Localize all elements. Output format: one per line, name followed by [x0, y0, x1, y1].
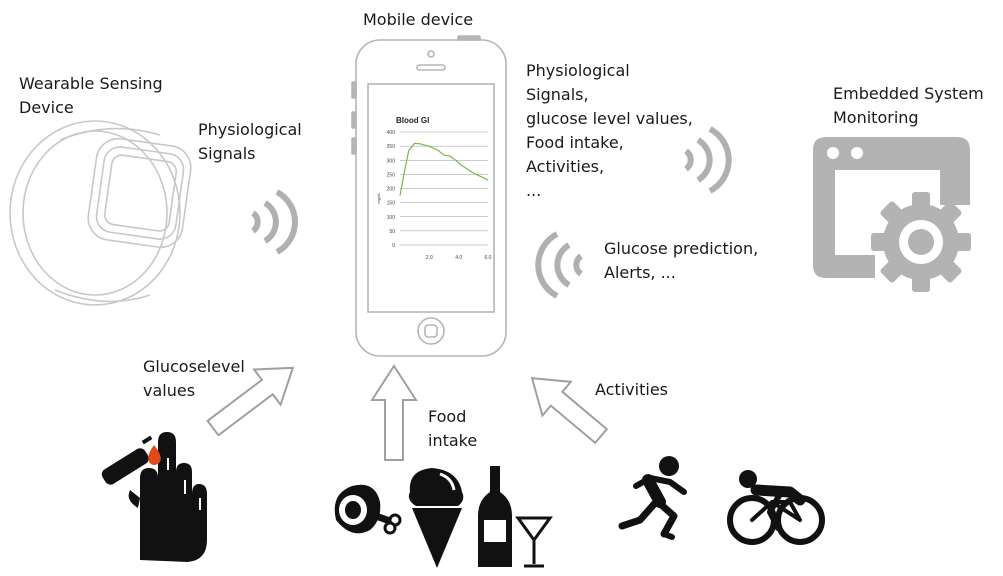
- chart-y-tick-label: 300: [387, 158, 396, 164]
- gear-icon: [871, 192, 971, 292]
- wifi-signal-right-icon: [684, 126, 732, 194]
- physiological-signals-left-label: Physiological Signals: [198, 120, 302, 163]
- chart-y-tick-label: 350: [387, 144, 396, 150]
- chart-x-ticks: 2.0 4.0 6.0: [426, 255, 492, 261]
- wearable-band-icon: [9, 120, 192, 306]
- chart-series-line: [399, 142, 489, 196]
- chart-grid: [400, 131, 488, 246]
- chart-y-tick-label: 0: [392, 243, 395, 249]
- mobile-phone-icon: [351, 35, 507, 357]
- glucose-values-label: Glucoselevel values: [143, 357, 245, 400]
- glucose-prediction-label: Glucose prediction, Alerts, ...: [604, 239, 759, 282]
- wifi-signal-return-icon: [535, 231, 583, 299]
- chart-y-axis-label: mg/dL: [376, 192, 381, 204]
- cyclist-icon: [727, 470, 825, 545]
- mobile-device-label: Mobile device: [363, 10, 474, 29]
- cocktail-glass-icon: [515, 516, 553, 568]
- arrow-glucose-values-icon: [206, 366, 295, 437]
- arrow-activities-icon: [530, 377, 609, 445]
- chart-y-tick-label: 50: [389, 229, 395, 235]
- food-intake-label: Food intake: [428, 407, 478, 450]
- activities-label: Activities: [595, 380, 668, 399]
- physiological-signals-right-label: Physiological Signals, glucose level val…: [526, 61, 693, 200]
- chart-y-tick-label: 250: [387, 172, 396, 178]
- wine-bottle-icon: [478, 466, 512, 567]
- wearable-device-label: Wearable Sensing Device: [19, 74, 163, 117]
- chart-y-tick-label: 100: [387, 215, 396, 221]
- chart-y-tick-label: 150: [387, 201, 396, 207]
- chart-title: Blood Gl: [396, 116, 429, 125]
- meat-leg-icon: [334, 484, 402, 535]
- chart-y-ticks: 0 50 100 150 200 250 300 350 400: [387, 130, 396, 249]
- embedded-system-label: Embedded System Monitoring: [833, 84, 984, 127]
- chart-series: [399, 142, 489, 196]
- wifi-signal-left-icon: [251, 189, 298, 255]
- ice-cream-icon: [408, 468, 464, 568]
- chart-x-tick-label: 6.0: [485, 255, 492, 261]
- embedded-monitor-icon: [813, 137, 970, 278]
- chart-y-tick-label: 200: [387, 187, 396, 193]
- runner-icon: [618, 456, 687, 540]
- chart-x-tick-label: 4.0: [455, 255, 462, 261]
- blood-glucose-chart: Blood Gl mg/dL 050100150200250300350400 …: [376, 116, 492, 261]
- arrow-food-intake-icon: [370, 364, 418, 461]
- chart-x-tick-label: 2.0: [426, 255, 433, 261]
- glucose-test-hand-icon: [101, 432, 207, 562]
- chart-y-tick-label: 400: [387, 130, 396, 136]
